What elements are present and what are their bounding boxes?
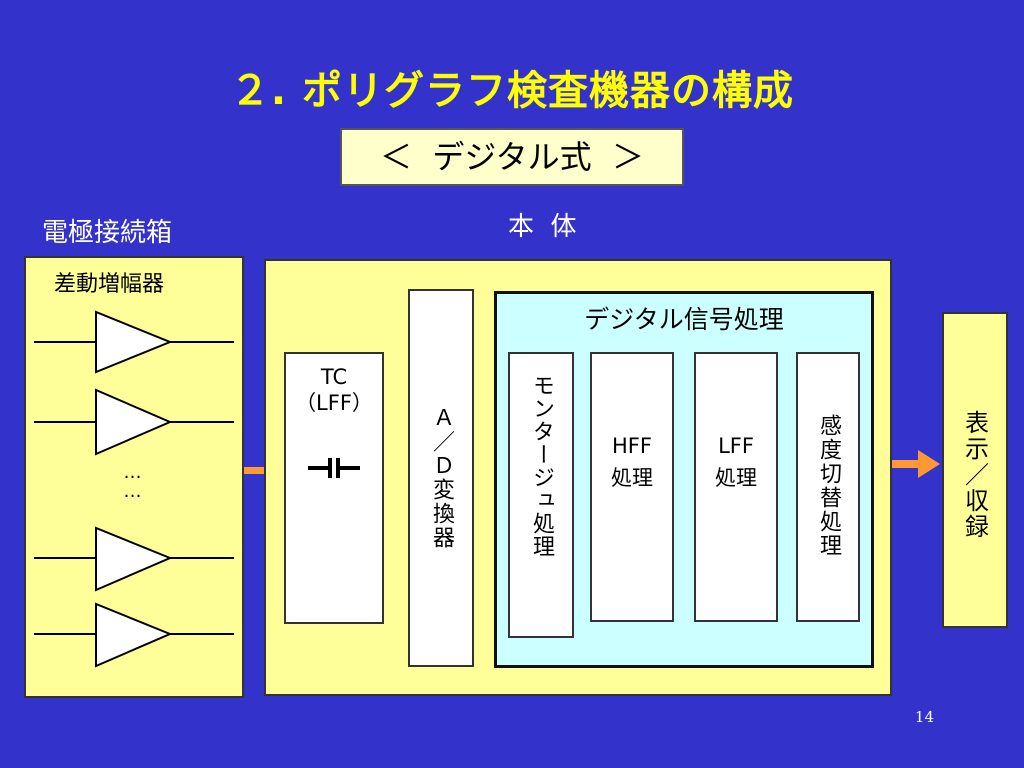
page-number: 14 bbox=[914, 708, 934, 726]
connector-arrow-in bbox=[244, 467, 264, 474]
montage-processing-label: モンタージュ処理 bbox=[529, 374, 554, 558]
amplifier-diagram bbox=[34, 310, 234, 668]
sensitivity-processing-box: 感度切替処理 bbox=[796, 352, 860, 622]
tc-label: TC bbox=[320, 365, 348, 389]
tc-lff-label: （LFF） bbox=[295, 391, 373, 415]
lff-processing-label: 処理 bbox=[715, 466, 757, 490]
digital-processing-label: デジタル信号処理 bbox=[584, 305, 784, 334]
amplifier-3 bbox=[34, 526, 234, 592]
display-record-label: 表示／収録 bbox=[960, 410, 989, 540]
lff-processing-box: LFF 処理 bbox=[694, 352, 778, 622]
amplifier-1 bbox=[34, 310, 234, 374]
tc-lff-box: TC （LFF） bbox=[284, 352, 384, 624]
hff-processing-label: 処理 bbox=[611, 466, 653, 490]
main-unit-label: 本 体 bbox=[508, 212, 577, 242]
ad-converter-box: Ａ／Ｄ変換器 bbox=[408, 289, 474, 667]
output-arrow-icon bbox=[892, 450, 940, 478]
sensitivity-processing-label: 感度切替処理 bbox=[816, 414, 841, 558]
hff-processing-box: HFF 処理 bbox=[590, 352, 674, 622]
display-record-box: 表示／収録 bbox=[942, 312, 1008, 628]
hff-label: HFF bbox=[612, 434, 652, 458]
electrode-box-label: 電極接続箱 bbox=[42, 218, 173, 248]
montage-processing-box: モンタージュ処理 bbox=[508, 352, 574, 638]
subtitle-box: ＜ デジタル式 ＞ bbox=[340, 128, 684, 186]
amplifier-4 bbox=[34, 602, 234, 668]
amplifier-ellipsis: …… bbox=[122, 462, 143, 500]
diff-amp-label: 差動増幅器 bbox=[54, 272, 165, 297]
capacitor-icon bbox=[308, 458, 360, 478]
ad-converter-label: Ａ／Ｄ変換器 bbox=[429, 406, 454, 550]
lff-label: LFF bbox=[718, 434, 754, 458]
slide-title: ２. ポリグラフ検査機器の構成 bbox=[229, 68, 795, 114]
amplifier-2 bbox=[34, 388, 234, 456]
